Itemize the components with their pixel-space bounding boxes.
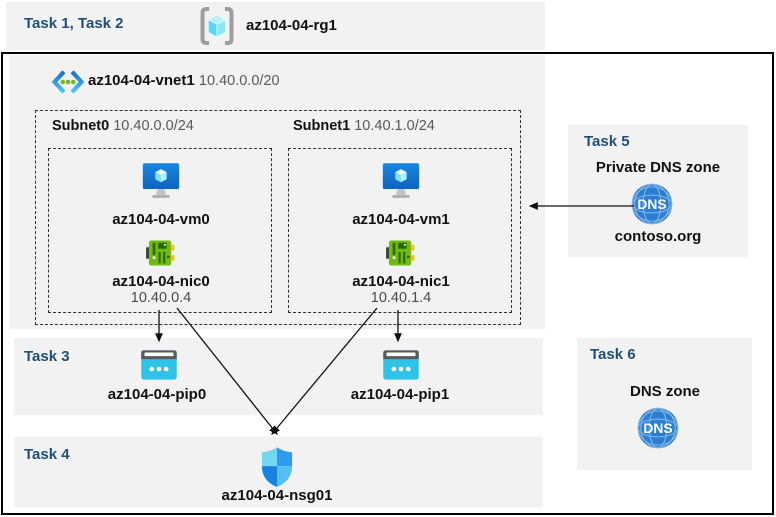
task-5-heading: Task 5 <box>584 133 630 150</box>
vnet-title: az104-04-vnet1 10.40.0.0/20 <box>88 72 280 89</box>
resource-group-icon <box>196 5 238 47</box>
nic-name: az104-04-nic1 <box>352 273 450 290</box>
task-6-heading: Task 6 <box>590 346 636 363</box>
dns-icon-label: DNS <box>643 420 672 436</box>
subnet1-box: az104-04-vm1 az104-04-nic1 10.40.1. <box>288 148 512 313</box>
vm-name: az104-04-vm1 <box>352 211 450 228</box>
pip0-name: az104-04-pip0 <box>107 386 207 403</box>
task-6-panel: Task 6 DNS zone DNS <box>577 338 752 470</box>
virtual-machine-icon <box>382 161 420 201</box>
task-3-panel: Task 3 az104-04-pip0 az104-04-pip1 <box>14 338 543 415</box>
network-security-group-icon <box>257 446 297 488</box>
public-ip-icon <box>140 349 178 381</box>
dns-zone-icon: DNS <box>637 407 679 449</box>
dns-zone-title: DNS zone <box>629 383 700 400</box>
vnet-name: az104-04-vnet1 <box>88 72 195 89</box>
subnet0-cidr: 10.40.0.0/24 <box>113 118 194 134</box>
network-interface-icon <box>385 236 417 270</box>
private-dns-zone-name: contoso.org <box>614 228 702 245</box>
task-4-panel: Task 4 az104-04-nsg01 <box>14 437 543 507</box>
task-3-heading: Task 3 <box>24 348 70 365</box>
virtual-machine-icon <box>142 161 180 201</box>
task-4-heading: Task 4 <box>24 446 70 463</box>
subnet1-label: Subnet1 10.40.1.0/24 <box>293 118 435 134</box>
subnet0-label: Subnet0 10.40.0.0/24 <box>52 118 194 134</box>
nic-ip: 10.40.0.4 <box>130 290 192 306</box>
private-dns-zone-title: Private DNS zone <box>595 159 721 176</box>
subnet0-box: az104-04-vm0 az104-04-nic0 10.40.0. <box>48 148 272 313</box>
nsg-name: az104-04-nsg01 <box>221 487 333 504</box>
pip1-name: az104-04-pip1 <box>350 386 450 403</box>
task-1-2-panel: Task 1, Task 2 az104-04-rg1 <box>6 2 545 50</box>
dns-icon-label: DNS <box>637 196 666 212</box>
network-interface-icon <box>145 236 177 270</box>
nic-name: az104-04-nic0 <box>112 273 210 290</box>
dns-zone-icon: DNS <box>631 183 673 225</box>
subnet1-name: Subnet1 <box>293 118 351 134</box>
public-ip-icon <box>382 349 420 381</box>
nic-ip: 10.40.1.4 <box>370 290 432 306</box>
task-5-panel: Task 5 Private DNS zone DNS contoso.org <box>568 125 748 257</box>
task-1-2-heading: Task 1, Task 2 <box>24 15 124 32</box>
subnet0-name: Subnet0 <box>52 118 110 134</box>
vnet-cidr: 10.40.0.0/20 <box>198 73 280 89</box>
resource-group-name: az104-04-rg1 <box>246 17 337 34</box>
vnet-panel: az104-04-vnet1 10.40.0.0/20 Subnet0 10.4… <box>9 55 545 329</box>
subnet1-cidr: 10.40.1.0/24 <box>354 118 435 134</box>
virtual-network-icon <box>51 68 85 96</box>
vm-name: az104-04-vm0 <box>112 211 210 228</box>
